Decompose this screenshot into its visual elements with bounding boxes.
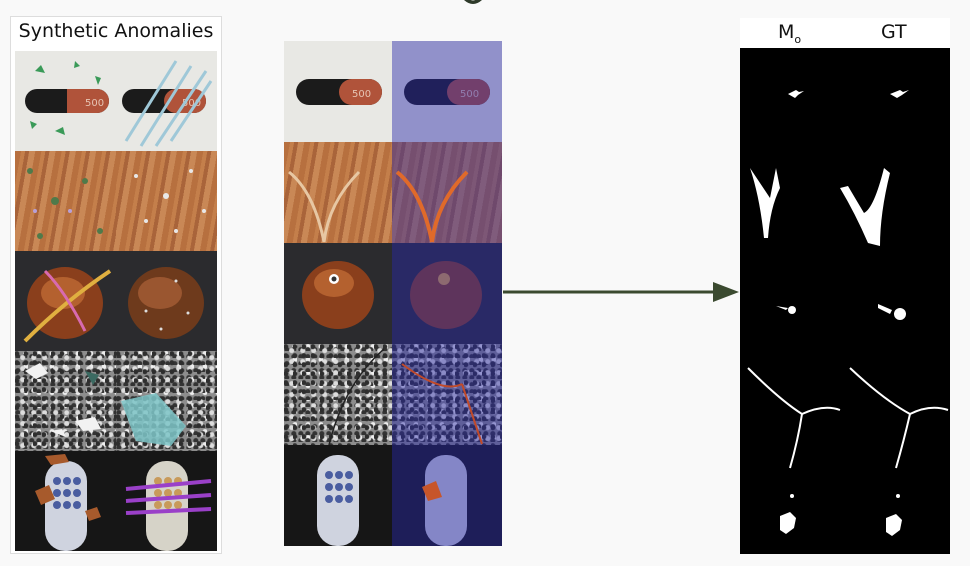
svg-text:500: 500 [182, 98, 201, 109]
output-mask-header: Mo [778, 21, 802, 46]
capsule-heatmap-image: 500 [392, 41, 502, 142]
grid-masks [747, 367, 949, 469]
capsule-synthetic-image-a: 500 [15, 51, 116, 151]
cropped-title-glyph [464, 0, 482, 4]
svg-text:500: 500 [85, 98, 104, 109]
capsule-test-image: 500 [284, 41, 392, 142]
mask-comparison-panel: Mo GT [740, 18, 950, 554]
synthetic-anomalies-panel: Synthetic Anomalies 500 500 [10, 16, 222, 554]
hazelnut-synthetic-image-b [116, 251, 217, 351]
grid-heatmap-image [392, 344, 502, 445]
capsule-masks [788, 90, 909, 98]
wood-heatmap-image [392, 142, 502, 243]
wood-synthetic-image-b [116, 151, 217, 251]
wood-test-image [284, 142, 392, 243]
svg-text:500: 500 [460, 89, 479, 100]
capsule-synthetic-image-b: 500 [116, 51, 217, 151]
toothbrush-test-image [284, 445, 392, 546]
toothbrush-masks [780, 494, 902, 536]
test-image-grid: 500 500 [284, 41, 502, 546]
test-images-panel: 500 500 [284, 41, 502, 546]
hazelnut-test-image [284, 243, 392, 344]
hazelnut-masks [776, 304, 906, 320]
mask-column-headers: Mo GT [740, 18, 950, 48]
toothbrush-synthetic-image-b [116, 451, 217, 551]
grid-test-image [284, 344, 392, 445]
right-arrow-icon [503, 282, 739, 302]
hazelnut-synthetic-image-a [15, 251, 116, 351]
grid-synthetic-image-b [116, 351, 217, 451]
synthetic-image-grid: 500 500 [15, 51, 217, 551]
panel-title: Synthetic Anomalies [18, 20, 214, 42]
mask-grid [740, 48, 950, 554]
svg-text:500: 500 [352, 89, 371, 100]
wood-masks [750, 168, 890, 246]
toothbrush-heatmap-image [392, 445, 502, 546]
ground-truth-header: GT [881, 21, 907, 43]
toothbrush-synthetic-image-a [15, 451, 116, 551]
hazelnut-heatmap-image [392, 243, 502, 344]
grid-synthetic-image-a [15, 351, 116, 451]
wood-synthetic-image-a [15, 151, 116, 251]
